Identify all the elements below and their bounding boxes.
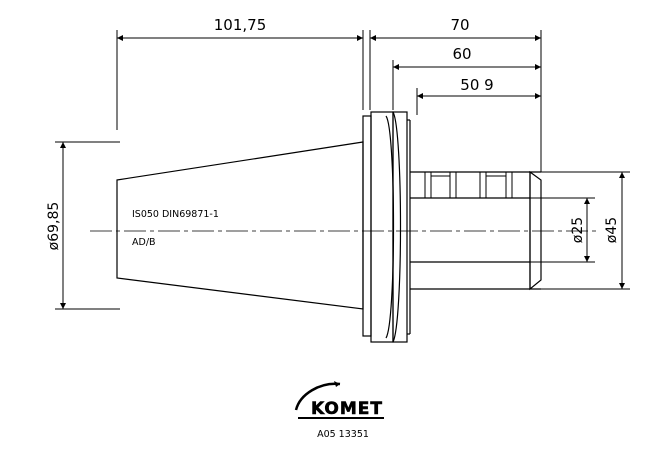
dim-bore-diameter: [530, 197, 595, 263]
dim-overall-shank: [369, 30, 542, 172]
dim-taper-diameter: [55, 141, 120, 310]
dim-taper-length-label: 101,75: [214, 16, 267, 34]
taper-body: [116, 141, 364, 310]
dim-collar-diameter-label: ø45: [604, 217, 620, 243]
dim-overall-shank-label: 70: [450, 16, 469, 34]
dim-shank-50: [416, 88, 541, 115]
dim-shank-60: [392, 60, 541, 110]
shank: [410, 170, 542, 291]
dim-shank-60-label: 60: [452, 45, 471, 63]
dim-bore-diameter-label: ø25: [570, 217, 586, 243]
dim-shank-50-label: 50 9: [460, 76, 493, 94]
dim-taper-length: [116, 30, 364, 130]
variant-note: AD/B: [132, 237, 156, 248]
shank-grooves: [424, 171, 513, 199]
dim-taper-diameter-label: ø69,85: [46, 202, 62, 251]
komet-logo: KOMET: [294, 381, 384, 419]
dim-collar-diameter: [541, 171, 630, 290]
brand-name: KOMET: [311, 399, 383, 419]
standard-note: IS050 DIN69871-1: [132, 209, 219, 220]
part-number: A05 13351: [317, 429, 369, 440]
flange: [362, 111, 411, 343]
